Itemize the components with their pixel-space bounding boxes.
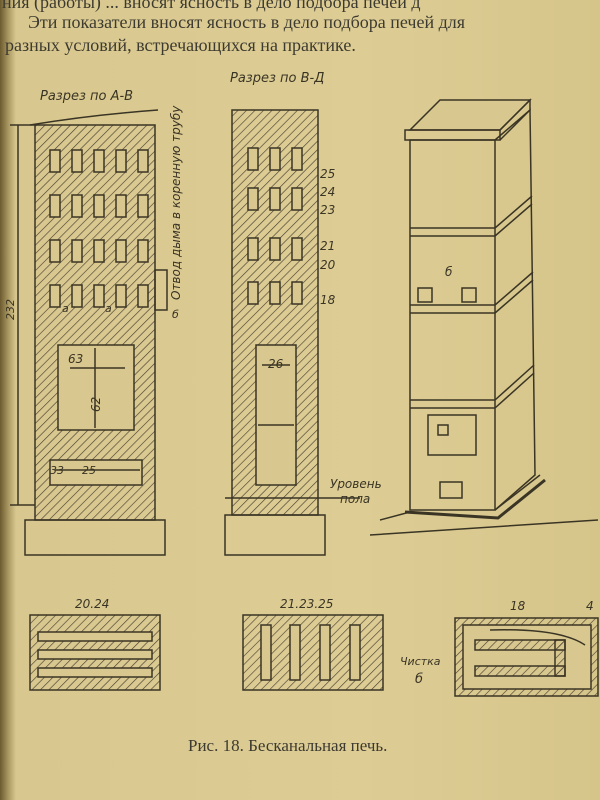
plan-label-20-24: 20.24	[75, 597, 109, 611]
channel-cell	[71, 284, 83, 308]
row-20: 20	[320, 258, 336, 272]
dim-25: 25	[82, 464, 96, 477]
label-a2: а	[105, 302, 112, 315]
channel-cell	[49, 239, 61, 263]
cleaning-count: б	[415, 672, 423, 687]
channel-cell	[49, 149, 61, 173]
channel-cell	[291, 187, 303, 211]
channel-cell	[247, 147, 259, 171]
channel-cell	[71, 239, 83, 263]
channel-cell	[269, 187, 281, 211]
channel-cell	[115, 149, 127, 173]
channel-cell	[93, 284, 105, 308]
figure-caption: Рис. 18. Бесканальная печь.	[188, 736, 388, 755]
dim-33: 33	[50, 464, 64, 477]
section-bd-label: Разрез по В-Д	[230, 71, 324, 86]
channel-cell	[247, 237, 259, 261]
row-25: 25	[320, 167, 335, 181]
channel-cell	[49, 284, 61, 308]
plan-18-label-4: 4	[586, 599, 594, 613]
label-a1: а	[62, 302, 69, 315]
channel-cell	[291, 147, 303, 171]
plan-label-21-23-25: 21.23.25	[280, 597, 333, 611]
text-line-1: Эти показатели вносят ясность в дело под…	[28, 12, 466, 32]
channel-cell	[137, 194, 149, 218]
channel-cell	[269, 237, 281, 261]
dim-63: 63	[68, 352, 83, 366]
height-dimension: 232	[4, 299, 17, 320]
channel-cell	[115, 239, 127, 263]
channel-cell	[247, 187, 259, 211]
channel-cell	[93, 149, 105, 173]
text-line-0: ния (работы) ... вносят ясность в дело п…	[2, 0, 421, 12]
channel-cell	[71, 149, 83, 173]
text-line-2: разных условий, встречающихся на практик…	[5, 35, 356, 55]
channel-cell	[93, 194, 105, 218]
floor-label-1: Уровень	[330, 477, 382, 491]
section-bd-drawing	[224, 109, 360, 556]
cleaning-label: Чистка	[400, 655, 441, 668]
plan-label-18: 18	[510, 599, 526, 613]
label-b: б	[172, 308, 179, 321]
section-ab-label: Разрез по А-В	[40, 89, 133, 104]
channel-cell	[269, 147, 281, 171]
row-21: 21	[320, 239, 335, 253]
plan-18	[454, 617, 599, 697]
channel-cell	[269, 281, 281, 305]
plan-20-24	[29, 614, 161, 691]
channel-cell	[291, 281, 303, 305]
channel-cell	[93, 239, 105, 263]
row-24: 24	[320, 185, 335, 199]
stove-isometric-drawing	[369, 98, 599, 536]
plan-21-23-25	[242, 614, 384, 691]
channel-cell	[115, 284, 127, 308]
channel-cell	[115, 194, 127, 218]
smoke-outlet-label: Отвод дыма в коренную трубу	[169, 105, 183, 300]
channel-cell	[49, 194, 61, 218]
section-ab-drawing	[10, 109, 168, 556]
channel-cell	[137, 149, 149, 173]
channel-cell	[247, 281, 259, 305]
row-23: 23	[320, 203, 335, 217]
floor-label-2: пола	[340, 492, 370, 506]
dim-62: 62	[89, 397, 103, 412]
dim-26: 26	[268, 357, 284, 371]
channel-cell	[71, 194, 83, 218]
row-18: 18	[320, 293, 336, 307]
channel-cell	[291, 237, 303, 261]
channel-cell	[137, 284, 149, 308]
stove-label: б	[445, 265, 453, 279]
channel-cell	[137, 239, 149, 263]
